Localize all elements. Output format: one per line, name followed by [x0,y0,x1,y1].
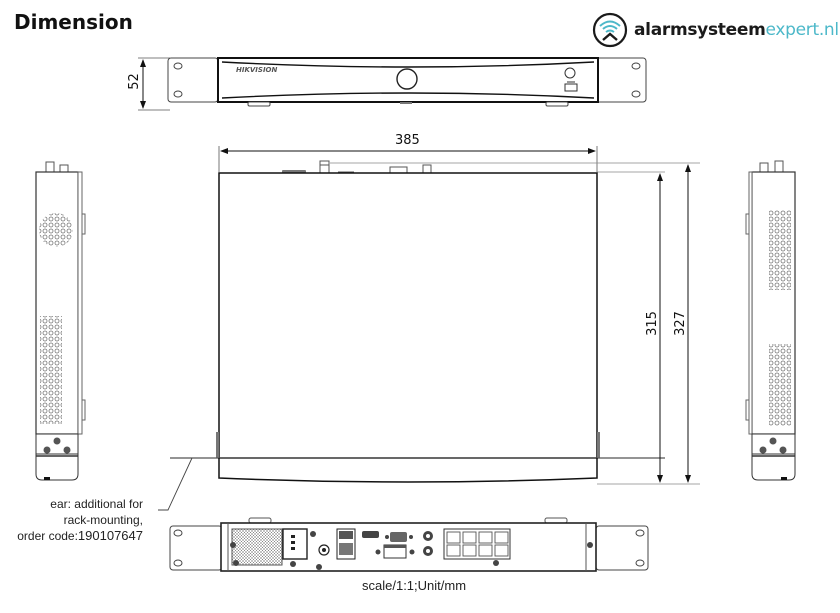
annotation-line-1: ear: additional for [50,497,143,511]
left-side-view [35,161,86,481]
width-dimension-label: 385 [395,133,420,148]
depth-with-ears-dimension-label: 327 [672,311,688,336]
right-side-view [745,160,796,481]
scale-label: scale/1:1;Unit/mm [362,578,467,593]
rack-ear-annotation: ear: additional for rack-mounting, order… [17,496,143,544]
height-dimension-label: 52 [126,73,142,90]
depth-dimension-label: 315 [644,311,660,336]
top-view [158,146,700,511]
annotation-order-prefix: order code: [17,529,78,543]
hikvision-logo: HIKVISION [236,66,278,74]
annotation-order-code: 190107647 [77,528,143,543]
page-title: Dimension [14,10,133,34]
front-view [138,57,647,111]
rear-view [169,517,649,572]
annotation-line-2: rack-mounting, [63,513,143,527]
brand-logo: alarmsysteemexpert.nl [592,12,839,48]
wifi-house-icon [592,12,628,48]
brand-name-sub: expert.nl [765,20,840,40]
brand-name-main: alarmsysteem [634,20,766,40]
